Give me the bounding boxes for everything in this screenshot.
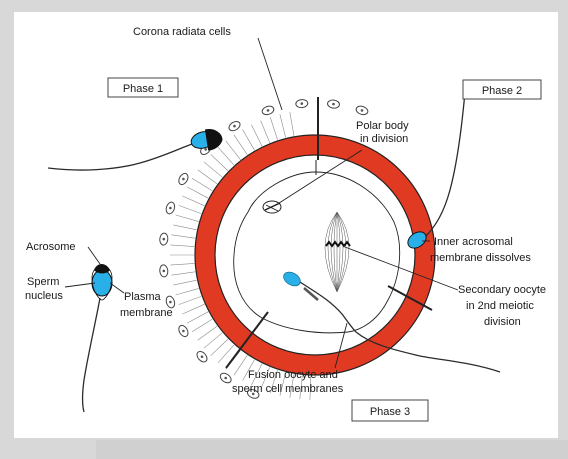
corona-cell-nucleus [163,270,166,273]
corona-fringe-line [176,288,199,295]
corona-fringe-line [198,170,217,184]
corona-leader [258,38,282,110]
inner-acrosomal-label-2: membrane dissolves [430,252,531,264]
polar-body-label-2: in division [360,133,408,145]
corona-cell-nucleus [224,377,227,380]
corona-cell-nucleus [301,102,304,105]
sperm-nucleus-label-2: nucleus [25,290,63,302]
corona-fringe-line [234,135,247,155]
corona-cell-nucleus [163,238,166,241]
nucleus-leader [65,283,95,287]
corona-fringe-line [261,121,270,143]
secondary-oocyte-label-3: division [484,316,521,328]
corona-fringe-line [198,326,217,340]
corona-fringe-line [170,245,194,247]
acrosome-leader [88,247,100,264]
corona-fringe-line [173,280,196,285]
corona-fringe-line [290,112,294,136]
phase3-label: Phase 3 [370,406,410,418]
fusion-label-1: Fusion oocyte and [248,369,338,381]
corona-cell-nucleus [169,207,172,210]
plasma-membrane-label-1: Plasma [124,291,162,303]
corona-cell-nucleus [267,109,270,112]
corona-cell-nucleus [332,103,335,106]
polar-body [263,201,281,213]
secondary-oocyte-label-1: Secondary oocyte [458,284,546,296]
corona-fringe-line [234,355,247,375]
zona-inner-edge [215,155,415,355]
corona-cell-nucleus [233,125,236,128]
corona-fringe-line [243,129,255,150]
corona-fringe-line [211,339,228,356]
corona-fringe-line [187,187,208,198]
corona-cell-nucleus [169,301,172,304]
plasma-membrane-label-2: membrane [120,307,173,319]
corona-fringe-line [183,196,205,206]
sperm-nucleus-label-1: Sperm [27,276,59,288]
corona-fringe-line [176,215,199,222]
corona-fringe-line [192,178,212,191]
corona-fringe-line [270,117,277,140]
corona-fringe-line [179,296,202,304]
corona-fringe-line [251,125,262,147]
corona-fringe-line [183,304,205,314]
corona-cell-nucleus [204,148,207,151]
oocyte-membrane [234,172,400,333]
corona-fringe-line [204,333,222,348]
corona-fringe-line [280,114,286,137]
corona-fringe-line [204,162,222,177]
secondary-oocyte-label-2: in 2nd meiotic [466,300,534,312]
corona-cell-nucleus [201,355,204,358]
fusion-label-2: sperm cell membranes [232,383,344,395]
left-sperm [83,264,113,412]
corona-fringe-line [187,312,208,323]
corona-cell-nucleus [182,178,185,181]
corona-fringe-line [171,235,195,238]
phase1-label: Phase 1 [123,83,163,95]
inner-acrosomal-label-1: Inner acrosomal [434,236,513,248]
corona-fringe-line [179,205,202,213]
corona-fringe-line [192,319,212,332]
corona-fringe-line [218,147,234,165]
corona-fringe-line [211,154,228,171]
corona-radiata-label: Corona radiata cells [133,26,231,38]
meiotic-spindle [325,212,349,292]
acrosome-label: Acrosome [26,241,76,253]
phase1-sperm [48,129,222,170]
plasma-leader [110,283,124,293]
corona-fringe-line [226,141,241,160]
corona-fringe-line [170,263,194,265]
corona-fringe-line [173,225,196,230]
corona-cell-nucleus [361,109,364,112]
corona-fringe-line [171,272,195,275]
phase2-label: Phase 2 [482,85,522,97]
spindle-chromosomes [326,242,350,246]
corona-cell-nucleus [182,330,185,333]
polar-body-label-1: Polar body [356,120,409,132]
